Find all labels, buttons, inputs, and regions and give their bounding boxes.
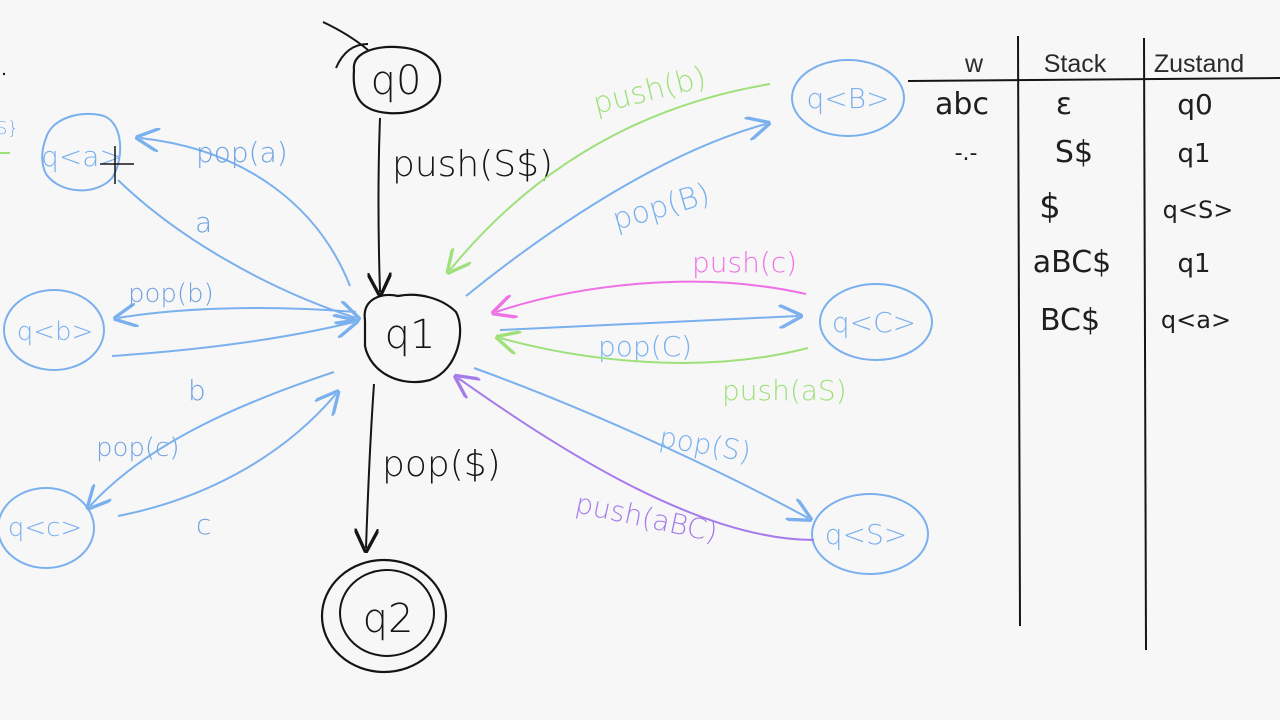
transition-push-c: [496, 280, 807, 312]
transition-pop-c-label: pop(c): [96, 433, 180, 463]
transition-push-aS: [500, 338, 809, 364]
transition-a: [117, 179, 356, 318]
left-edge-dot: [2, 72, 6, 76]
state-q-c-small-label: q<c>: [8, 513, 82, 543]
state-q-b[interactable]: q<b>: [3, 289, 105, 371]
header-stack: Stack: [1044, 50, 1107, 78]
row-2-w: -.-: [955, 141, 978, 166]
state-q2-label: q2: [363, 596, 414, 642]
transition-a-label: a: [195, 206, 212, 239]
row-5-state: q<a>: [1161, 306, 1231, 334]
transition-q0-q1-label: push(S$): [392, 144, 553, 185]
row-4-stack: aBC$: [1033, 245, 1111, 280]
transition-push-aBC: [458, 378, 815, 541]
transition-pop-b-label: pop(b): [128, 279, 214, 309]
table-divider-2: [1143, 37, 1147, 651]
state-q0[interactable]: q0: [352, 45, 442, 115]
transition-push-c-label: push(c): [692, 246, 797, 279]
state-q-a-label: q<a>: [41, 140, 123, 173]
row-3-state: q<S>: [1163, 196, 1234, 224]
transition-pop-S: [473, 367, 808, 518]
transition-q1-q2-label: pop($): [382, 444, 501, 485]
state-q2-accepting[interactable]: q2: [320, 558, 448, 674]
row-4-state: q1: [1177, 249, 1210, 279]
row-2-state: q1: [1177, 139, 1210, 169]
transition-c-label: c: [196, 508, 211, 541]
table-header-rule: [907, 77, 1280, 82]
table-divider-1: [1017, 35, 1021, 627]
transition-pop-C-label: pop(C): [598, 330, 692, 363]
row-5-stack: BC$: [1040, 303, 1100, 338]
transition-push-aBC-label: push(aBC): [573, 487, 721, 549]
transition-push-b-label: push(b): [589, 60, 709, 122]
transition-pop-C: [499, 316, 798, 331]
header-zustand: Zustand: [1154, 50, 1244, 78]
state-q-C[interactable]: q<C>: [819, 283, 933, 361]
transition-push-aS-label: push(aS): [722, 374, 847, 407]
state-q-c-small[interactable]: q<c>: [0, 487, 95, 569]
state-q-C-label: q<C>: [832, 306, 916, 339]
state-q1-label: q1: [385, 312, 436, 358]
left-edge-fragment: S}: [0, 118, 19, 139]
transition-q1-q2: [366, 383, 374, 548]
state-q-a[interactable]: q<a>: [41, 113, 123, 192]
state-q1[interactable]: q1: [363, 293, 462, 384]
row-1-state: q0: [1177, 88, 1213, 121]
state-q-S-label: q<S>: [825, 518, 907, 551]
row-1-w: abc: [935, 87, 989, 122]
transition-pop-B: [465, 124, 766, 297]
transition-pop-a: [140, 138, 351, 287]
state-q-B[interactable]: q<B>: [791, 59, 905, 137]
row-1-stack: ε: [1056, 87, 1072, 122]
header-w: w: [964, 50, 984, 78]
trace-table: w Stack Zustand abc ε q0 -.- S$ q1 $ q<S…: [907, 35, 1280, 651]
cursor-crosshair-icon: [100, 146, 134, 184]
transition-pop-c: [90, 371, 335, 506]
transition-pop-S-label: pop(S): [657, 420, 754, 469]
transition-push-b: [450, 83, 771, 270]
row-2-stack: S$: [1055, 135, 1093, 170]
start-arrow: [322, 21, 369, 69]
state-q-b-label: q<b>: [17, 317, 94, 347]
transition-c: [117, 394, 336, 517]
state-q-S[interactable]: q<S>: [811, 493, 929, 575]
transition-q0-q1: [379, 117, 381, 292]
transition-pop-b: [118, 308, 357, 318]
transition-b-label: b: [188, 374, 206, 407]
transition-pop-a-label: pop(a): [196, 136, 288, 169]
state-q-B-label: q<B>: [806, 82, 889, 115]
row-3-stack: $: [1039, 187, 1061, 227]
state-q0-label: q0: [371, 58, 422, 104]
transition-b: [111, 322, 354, 357]
